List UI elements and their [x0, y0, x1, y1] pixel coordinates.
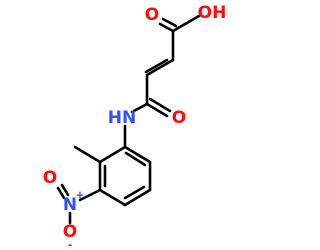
bond-amide-c-o-a [145, 102, 169, 118]
bond-alkene-double-a [145, 58, 175, 77]
bond-amide-c-o-b [148, 97, 172, 113]
atom-label-o-acid: O [145, 5, 159, 25]
bond-ring-nitro [78, 188, 102, 202]
bond-alkene-double-b [144, 58, 169, 74]
atom-label-nh: HN [108, 108, 136, 128]
charge-nitro-o: - [68, 239, 73, 250]
ring-bond-4 [98, 188, 127, 207]
bond-nitro-o-top-b [60, 183, 70, 197]
bond-nitro-o-top-a [56, 186, 66, 200]
atom-label-nitro-o-bottom: O [63, 222, 77, 242]
ring-bond-6 [98, 145, 127, 164]
bond-acid-c-o-double-b [161, 17, 178, 28]
bond-methyl [73, 145, 102, 164]
atom-label-oh: OH [198, 3, 227, 23]
structure-canvas: O OH HN O N + O O - [43, 3, 227, 250]
atom-label-nitro-n: N [63, 195, 77, 215]
atom-label-nitro-o-top: O [43, 168, 57, 188]
ring-inner-bond-2 [123, 185, 146, 200]
bond-acid-c-o-double-a [158, 22, 175, 33]
charge-nitro-n: + [75, 189, 84, 202]
ring-bond-3 [123, 188, 152, 207]
ring-bond-1 [123, 145, 152, 164]
atom-label-o-amide: O [172, 108, 186, 128]
molecule-diagram: O OH HN O N + O O - [43, 3, 227, 250]
bond-acid-c-oh [171, 14, 201, 33]
bond-amide-c-n [130, 102, 149, 114]
ring-inner-bond-1 [124, 151, 147, 167]
